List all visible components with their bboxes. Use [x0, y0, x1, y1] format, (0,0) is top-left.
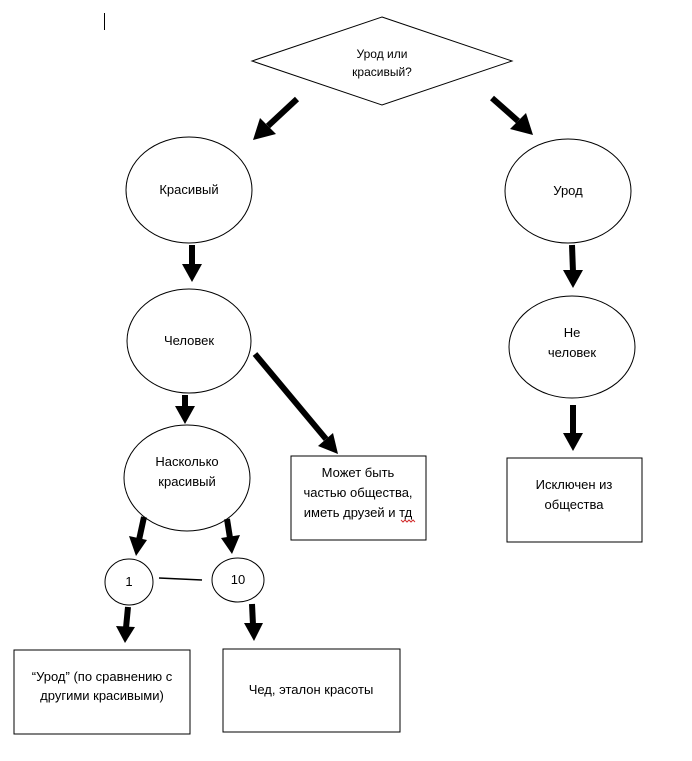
decision-node: Урод или красивый?: [250, 16, 514, 106]
arrow-how-beautiful-to-scale-min: [129, 516, 147, 556]
arrow-beautiful-to-human: [182, 245, 202, 282]
arrow-ugly-to-not-human: [563, 244, 583, 288]
arrow-scale-max-to-result-max: [244, 603, 263, 641]
node-scale-min: 1: [104, 558, 154, 606]
arrow-how-beautiful-to-scale-max: [221, 518, 240, 554]
node-how-beautiful: Насколько красивый: [123, 424, 251, 532]
node-result-min: “Урод” (по сравнению с другими красивыми…: [13, 649, 191, 735]
arrow-human-to-society-member: [252, 352, 338, 454]
scale-connector-line: [158, 577, 203, 581]
decision-line-2: красивый?: [352, 65, 412, 79]
node-excluded-line-2: общества: [545, 497, 605, 512]
node-not-human-line-2: человек: [548, 345, 597, 360]
node-excluded: Исключен из общества: [506, 457, 643, 543]
node-scale-max: 10: [211, 557, 265, 603]
arrow-decision-to-ugly: [490, 95, 533, 135]
node-ugly-label: Урод: [553, 183, 583, 198]
arrow-decision-to-beautiful: [253, 96, 300, 140]
spellcheck-squiggle: [400, 519, 416, 523]
node-how-beautiful-line-2: красивый: [158, 474, 215, 489]
node-how-beautiful-line-1: Насколько: [155, 454, 218, 469]
text-cursor: [104, 13, 105, 30]
node-not-human: Не человек: [508, 295, 636, 399]
node-society-member-line-2: частью общества,: [303, 485, 412, 500]
arrow-human-to-how-beautiful: [175, 395, 195, 424]
node-society-member-line-1: Может быть: [322, 465, 395, 480]
node-human: Человек: [126, 288, 252, 394]
node-excluded-line-1: Исключен из: [536, 477, 613, 492]
node-scale-max-label: 10: [231, 572, 245, 587]
node-beautiful-label: Красивый: [159, 182, 218, 197]
node-society-member-line-3: иметь друзей и тд: [304, 505, 413, 520]
node-scale-min-label: 1: [125, 574, 132, 589]
node-human-label: Человек: [164, 333, 214, 348]
decision-line-1: Урод или: [357, 47, 408, 61]
node-not-human-line-1: Не: [564, 325, 581, 340]
node-ugly: Урод: [504, 138, 632, 244]
node-result-max-label: Чед, эталон красоты: [249, 682, 374, 697]
node-result-min-line-1: “Урод” (по сравнению с: [32, 669, 173, 684]
arrow-not-human-to-excluded: [563, 405, 583, 451]
node-result-min-line-2: другими красивыми): [40, 688, 164, 703]
node-society-member: Может быть частью общества, иметь друзей…: [290, 455, 427, 541]
arrow-scale-min-to-result-min: [116, 606, 135, 643]
node-beautiful: Красивый: [125, 136, 253, 244]
node-result-max: Чед, эталон красоты: [222, 648, 401, 733]
